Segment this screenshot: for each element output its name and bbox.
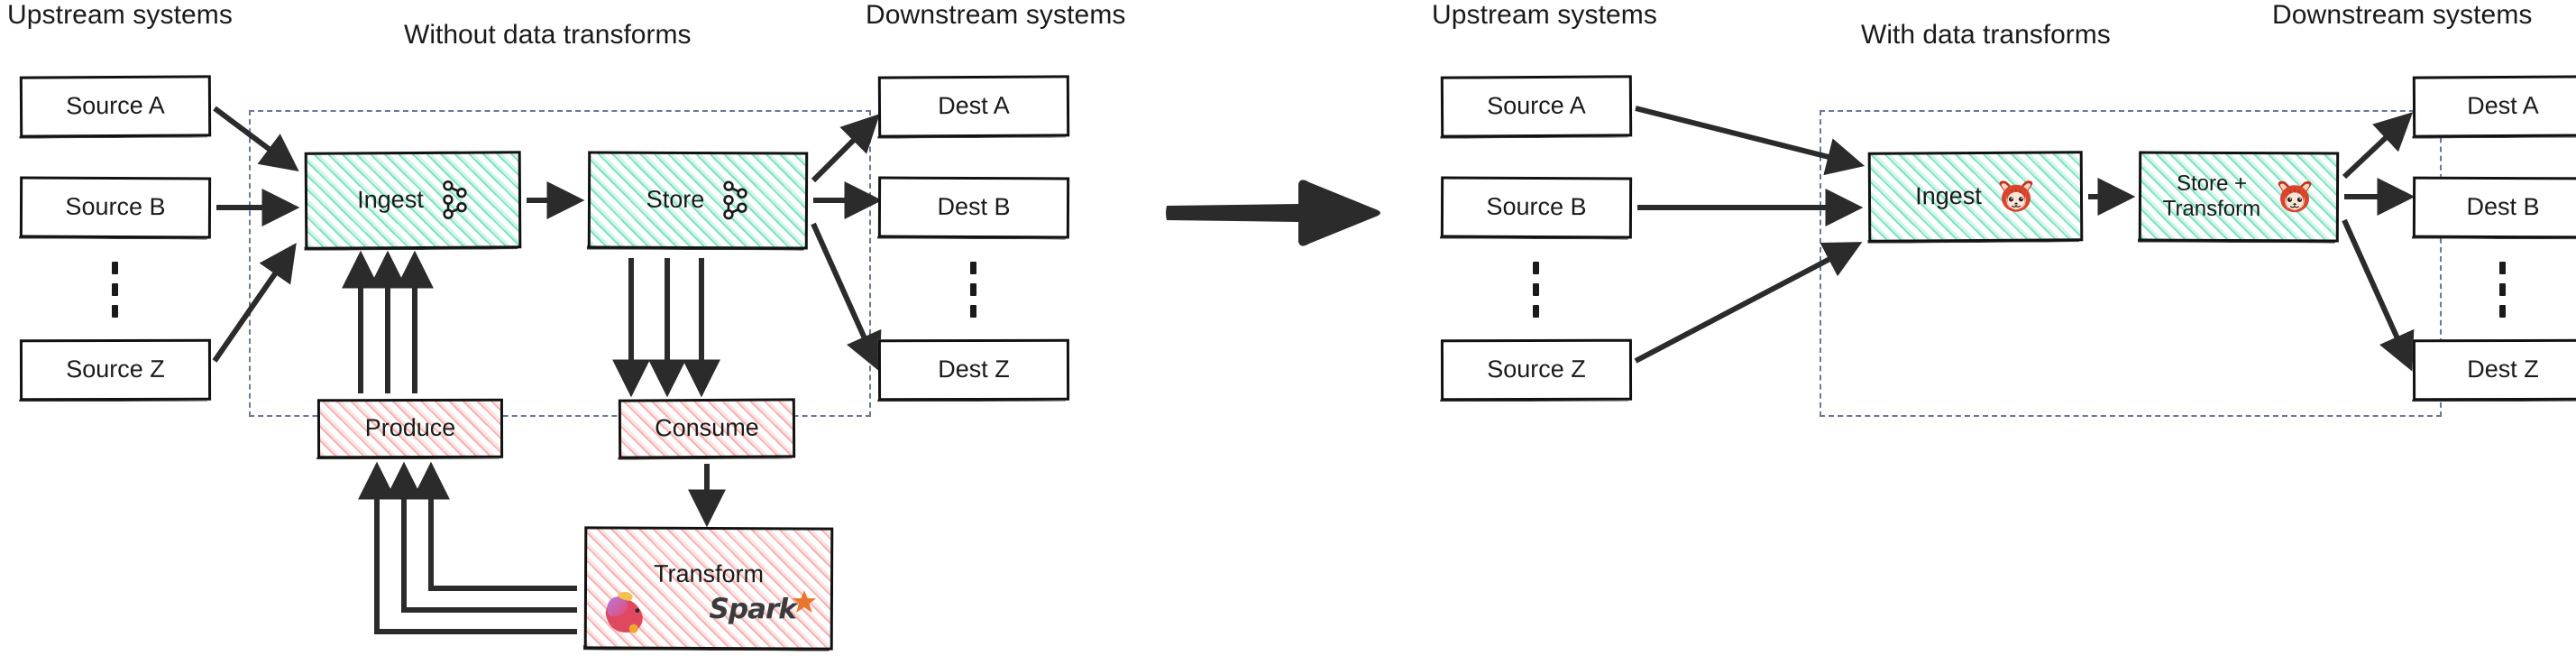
dest-box-b[interactable]: Dest B bbox=[877, 176, 1070, 239]
dest-b-label: Dest B bbox=[937, 193, 1011, 221]
source-box-z-right[interactable]: Source Z bbox=[1440, 338, 1633, 402]
right-panel-title: With data transforms bbox=[1861, 20, 2111, 50]
dest-a-label-right: Dest A bbox=[2467, 92, 2539, 120]
redpanda-icon bbox=[2275, 180, 2315, 214]
spark-wordmark: Spark bbox=[709, 593, 796, 626]
source-box-z[interactable]: Source Z bbox=[19, 338, 212, 402]
source-box-a-right[interactable]: Source A bbox=[1440, 75, 1633, 138]
right-upstream-systems-label: Upstream systems bbox=[1432, 0, 1657, 30]
kafka-icon bbox=[719, 180, 749, 221]
source-box-a[interactable]: Source A bbox=[19, 75, 212, 138]
ingest-label-right: Ingest bbox=[1915, 182, 1982, 210]
source-b-label-right: Source B bbox=[1486, 193, 1587, 221]
source-b-label: Source B bbox=[65, 193, 166, 221]
dest-ellipsis-icon-right bbox=[2499, 262, 2506, 318]
produce-label: Produce bbox=[364, 414, 456, 442]
ingest-box-left[interactable]: Ingest bbox=[304, 151, 522, 250]
left-downstream-systems-label: Downstream systems bbox=[866, 0, 1126, 30]
dest-b-label-right: Dest B bbox=[2466, 193, 2540, 221]
source-z-label: Source Z bbox=[66, 356, 165, 383]
produce-box[interactable]: Produce bbox=[316, 398, 504, 459]
source-box-b[interactable]: Source B bbox=[19, 176, 212, 239]
redpanda-icon bbox=[1996, 180, 2036, 214]
dest-box-a-right[interactable]: Dest A bbox=[2412, 75, 2576, 138]
source-box-b-right[interactable]: Source B bbox=[1440, 176, 1633, 239]
source-z-label-right: Source Z bbox=[1487, 356, 1586, 383]
ingest-box-right[interactable]: Ingest bbox=[1867, 151, 2084, 243]
dest-box-b-right[interactable]: Dest B bbox=[2412, 176, 2576, 239]
store-box-left[interactable]: Store bbox=[587, 151, 809, 250]
flink-icon bbox=[598, 586, 654, 639]
ingest-label-left: Ingest bbox=[357, 186, 424, 214]
spark-icon: Spark bbox=[709, 589, 818, 632]
source-ellipsis-icon-right bbox=[1533, 262, 1539, 318]
transition-arrow bbox=[1163, 177, 1389, 249]
dest-box-a[interactable]: Dest A bbox=[877, 75, 1070, 138]
dest-ellipsis-icon bbox=[970, 262, 976, 318]
store-transform-box-right[interactable]: Store + Transform bbox=[2138, 151, 2340, 243]
right-panel-with-transforms: Upstream systems Downstream systems With… bbox=[1425, 0, 2576, 665]
source-ellipsis-icon bbox=[112, 262, 118, 318]
dest-z-label: Dest Z bbox=[938, 356, 1010, 383]
dest-z-label-right: Dest Z bbox=[2467, 356, 2539, 383]
kafka-icon bbox=[438, 180, 469, 221]
transform-box[interactable]: Transform Spark bbox=[583, 526, 834, 651]
left-panel-without-transforms: Upstream systems Downstream systems With… bbox=[0, 0, 1136, 665]
dest-a-label: Dest A bbox=[938, 92, 1010, 120]
source-a-label: Source A bbox=[66, 92, 165, 120]
consume-label: Consume bbox=[655, 414, 759, 442]
right-arrow-icon bbox=[1166, 180, 1380, 246]
store-label-left: Store bbox=[646, 186, 705, 214]
consume-box[interactable]: Consume bbox=[618, 398, 796, 459]
left-upstream-systems-label: Upstream systems bbox=[7, 0, 233, 30]
dest-box-z-right[interactable]: Dest Z bbox=[2412, 338, 2576, 402]
dest-box-z[interactable]: Dest Z bbox=[877, 338, 1070, 402]
source-a-label-right: Source A bbox=[1487, 92, 1586, 120]
left-panel-title: Without data transforms bbox=[404, 20, 692, 50]
transform-label: Transform bbox=[653, 559, 765, 588]
store-transform-label: Store + Transform bbox=[2162, 171, 2261, 222]
right-downstream-systems-label: Downstream systems bbox=[2272, 0, 2533, 30]
